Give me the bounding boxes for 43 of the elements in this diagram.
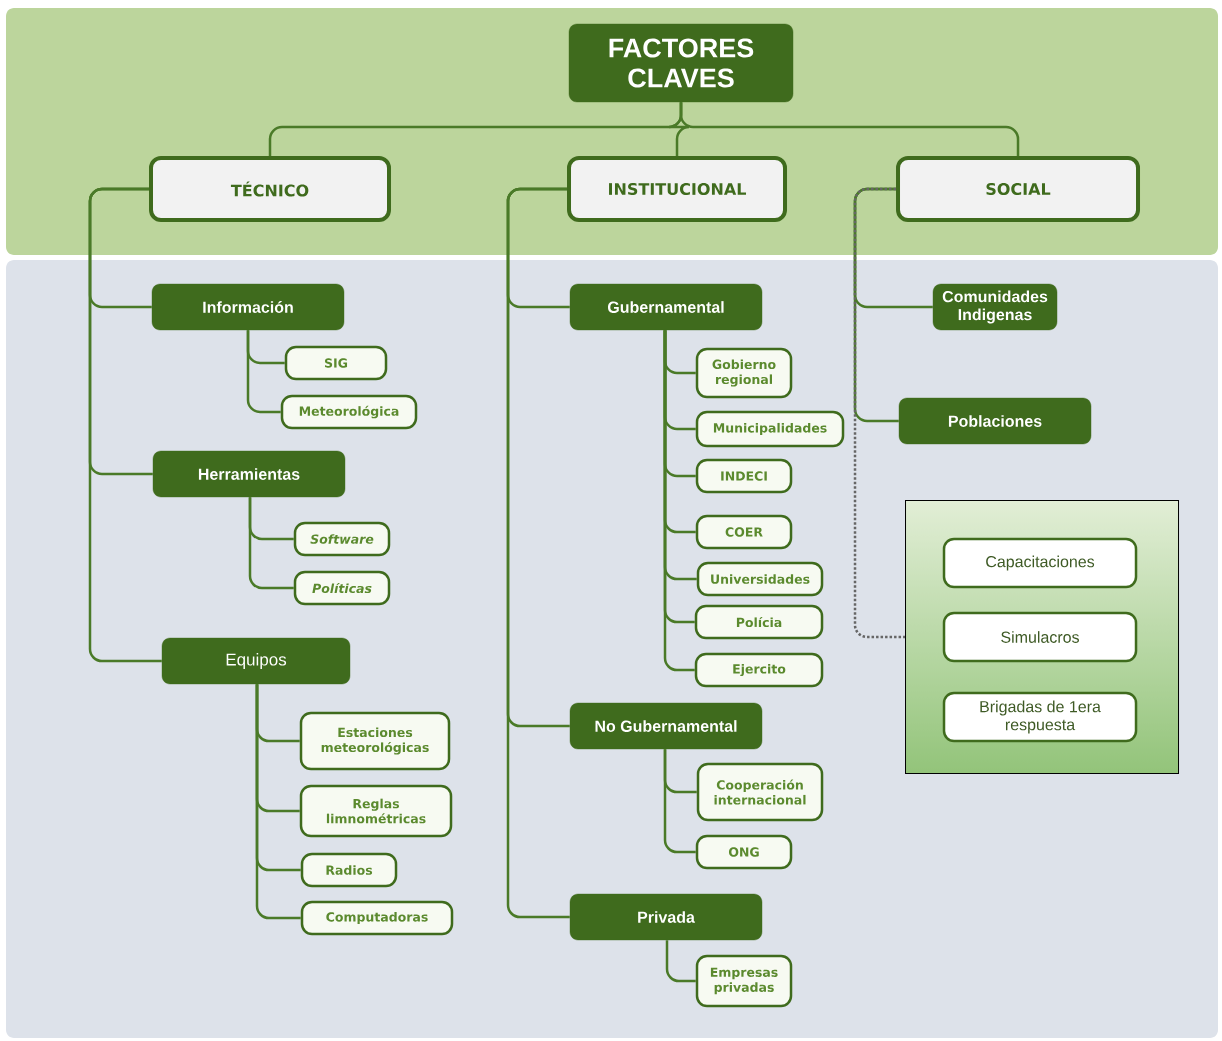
subcategory-box: No Gubernamental xyxy=(569,702,763,750)
connector xyxy=(248,497,294,590)
connector xyxy=(255,684,301,920)
connector xyxy=(663,749,696,854)
connector xyxy=(853,187,899,423)
subcategory-box: Equipos xyxy=(161,637,351,685)
item-box: Empresas privadas xyxy=(695,954,793,1008)
subcategory-box: Comunidades Indigenas xyxy=(932,283,1058,331)
subcategory-box: Privada xyxy=(569,893,763,941)
category-box: TÉCNICO xyxy=(149,156,391,222)
item-box: Ejercito xyxy=(694,652,824,688)
item-box: SIG xyxy=(284,345,388,381)
connector xyxy=(88,187,162,663)
subcategory-box: Herramientas xyxy=(152,450,346,498)
item-box: Estaciones meteorológicas xyxy=(299,711,451,771)
item-box: Polícia xyxy=(694,604,824,640)
connector xyxy=(246,330,281,414)
subcategory-box: Gubernamental xyxy=(569,283,763,331)
item-box: COER xyxy=(695,514,793,550)
subcategory-box: Poblaciones xyxy=(898,397,1092,445)
item-box: Universidades xyxy=(696,561,824,597)
item-box: Reglas limnométricas xyxy=(299,784,453,838)
category-box: INSTITUCIONAL xyxy=(567,156,787,222)
item-box: Cooperación internacional xyxy=(696,762,824,822)
item-box: Capacitaciones xyxy=(942,537,1138,589)
item-box: Meteorológica xyxy=(280,394,418,430)
item-box: INDECI xyxy=(695,458,793,494)
title-box: FACTORES CLAVES xyxy=(568,23,794,103)
item-box: Políticas xyxy=(293,570,391,606)
connector xyxy=(853,187,905,639)
item-box: Computadoras xyxy=(300,900,454,936)
item-box: Software xyxy=(293,521,391,557)
item-box: Brigadas de 1era respuesta xyxy=(942,691,1138,743)
category-box: SOCIAL xyxy=(896,156,1140,222)
item-box: Simulacros xyxy=(942,611,1138,663)
item-box: Gobierno regional xyxy=(695,347,793,399)
connector xyxy=(506,187,570,919)
connector xyxy=(665,940,696,983)
connector xyxy=(679,102,1020,156)
item-box: Radios xyxy=(300,852,398,888)
subcategory-box: Información xyxy=(151,283,345,331)
item-box: ONG xyxy=(695,834,793,870)
item-box: Municipalidades xyxy=(695,410,845,448)
